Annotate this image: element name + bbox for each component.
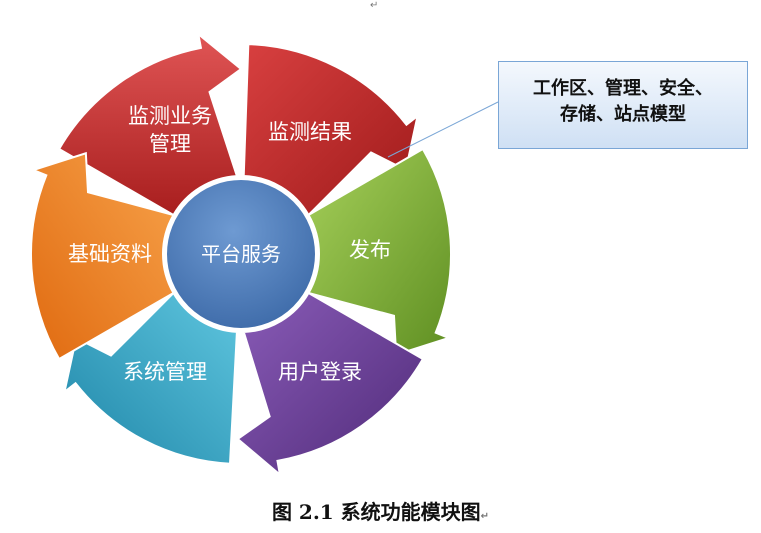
callout-line-2: 存储、站点模型 — [560, 104, 686, 125]
segment-user-login-label: 用户登录 — [278, 360, 362, 384]
segment-user-login — [236, 291, 425, 478]
segment-monitoring-results — [242, 43, 420, 217]
segment-system-management — [62, 291, 238, 465]
callout-box: 工作区、管理、安全、 存储、站点模型 — [498, 61, 748, 149]
hub-label: 平台服务 — [201, 242, 281, 266]
caption-paragraph-mark: ↵ — [480, 511, 490, 522]
segment-monitoring-business-label: 监测业务 — [128, 104, 212, 128]
segment-basic-data — [30, 151, 175, 361]
segment-monitoring-business-label: 管理 — [149, 132, 191, 156]
segment-system-management-label: 系统管理 — [123, 360, 207, 384]
callout-connector — [387, 101, 499, 158]
figure-caption: 图 2.1 系统功能模块图↵ — [0, 496, 761, 525]
callout-line-1: 工作区、管理、安全、 — [533, 78, 713, 99]
segment-basic-data-label: 基础资料 — [68, 242, 152, 266]
segment-publish — [307, 147, 452, 357]
hub-circle — [165, 178, 317, 330]
caption-text: 图 2.1 系统功能模块图 — [271, 500, 481, 524]
top-paragraph-mark: ↵ — [370, 0, 379, 11]
segment-monitoring-results-label: 监测结果 — [268, 120, 352, 144]
segment-monitoring-business — [57, 31, 243, 217]
segment-publish-label: 发布 — [349, 238, 391, 262]
